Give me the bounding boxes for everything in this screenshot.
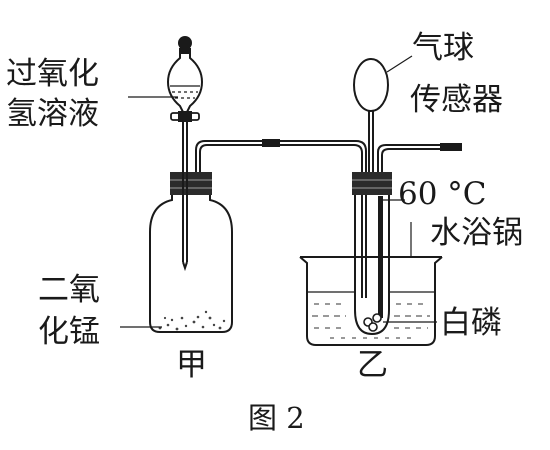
label-hydrogen-peroxide-2: 氢溶液 [6,96,99,132]
label-apparatus-a: 甲 [176,347,207,383]
funnel-stopper [178,36,192,50]
delivery-tube [195,139,367,298]
balloon [353,58,389,112]
test-tube [354,195,390,336]
label-manganese-dioxide-2: 化锰 [38,314,100,350]
separatory-funnel [166,48,204,113]
label-hydrogen-peroxide-1: 过氧化 [6,56,99,92]
stopper-b [352,172,392,195]
white-phosphorus [363,313,382,332]
rubber-connector [262,139,280,147]
label-manganese-dioxide-1: 二氧 [38,272,100,308]
manganese-dioxide-powder [158,310,226,331]
label-balloon: 气球 [412,30,474,66]
apparatus-b [299,55,462,346]
water [312,303,430,339]
figure-caption: 图 2 [248,401,305,435]
label-apparatus-b: 乙 [357,347,388,383]
label-sensor: 传感器 [410,82,503,118]
label-white-phosphorus: 白磷 [440,305,502,341]
apparatus-a [120,36,233,333]
sensor-connector [440,143,462,151]
stopper-a [170,172,212,195]
bottle-a [149,195,233,333]
label-water-bath: 水浴锅 [430,215,523,251]
water-bath [299,256,443,346]
label-temperature: 60 °C [398,176,487,212]
